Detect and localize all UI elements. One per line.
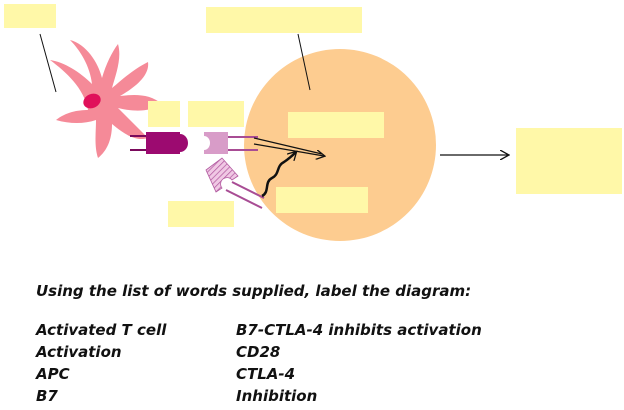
ctla4-stem-lower bbox=[225, 189, 263, 209]
t-cell-leader-line bbox=[297, 33, 311, 91]
label-box-cd28[interactable] bbox=[188, 101, 244, 127]
apc-nucleus bbox=[83, 93, 101, 109]
word-list: Activated T cell B7-CTLA-4 inhibits acti… bbox=[36, 320, 596, 407]
word-activated-t-cell: Activated T cell bbox=[36, 321, 167, 339]
word-b7-ctla4-inhibits: B7-CTLA-4 inhibits activation bbox=[236, 321, 482, 339]
inhibition-squiggle bbox=[261, 152, 296, 198]
immune-synapse-diagram bbox=[4, 4, 622, 241]
instruction-text: Using the list of words supplied, label … bbox=[36, 282, 472, 300]
word-inhibition: Inhibition bbox=[236, 387, 318, 405]
word-activation: Activation bbox=[36, 343, 122, 361]
label-box-outcome[interactable] bbox=[516, 128, 622, 194]
b7-molecule bbox=[146, 132, 188, 154]
word-apc: APC bbox=[36, 365, 70, 383]
word-b7: B7 bbox=[36, 387, 58, 405]
label-box-activation[interactable] bbox=[288, 112, 384, 138]
ctla4-stem-upper bbox=[231, 181, 265, 199]
activation-arrow-2 bbox=[253, 143, 324, 156]
label-box-inhibition[interactable] bbox=[276, 187, 368, 213]
ctla4-receptor bbox=[205, 157, 239, 193]
word-ctla4: CTLA-4 bbox=[236, 365, 296, 383]
label-box-t-cell[interactable] bbox=[206, 7, 362, 33]
apc-cell bbox=[50, 40, 162, 158]
cd28-receptor bbox=[204, 132, 228, 154]
apc-leader-line bbox=[39, 33, 57, 93]
label-box-apc[interactable] bbox=[4, 4, 56, 28]
label-box-b7[interactable] bbox=[148, 101, 180, 127]
label-box-ctla4[interactable] bbox=[168, 201, 234, 227]
activation-arrow-1 bbox=[253, 137, 323, 155]
word-cd28: CD28 bbox=[236, 343, 281, 361]
